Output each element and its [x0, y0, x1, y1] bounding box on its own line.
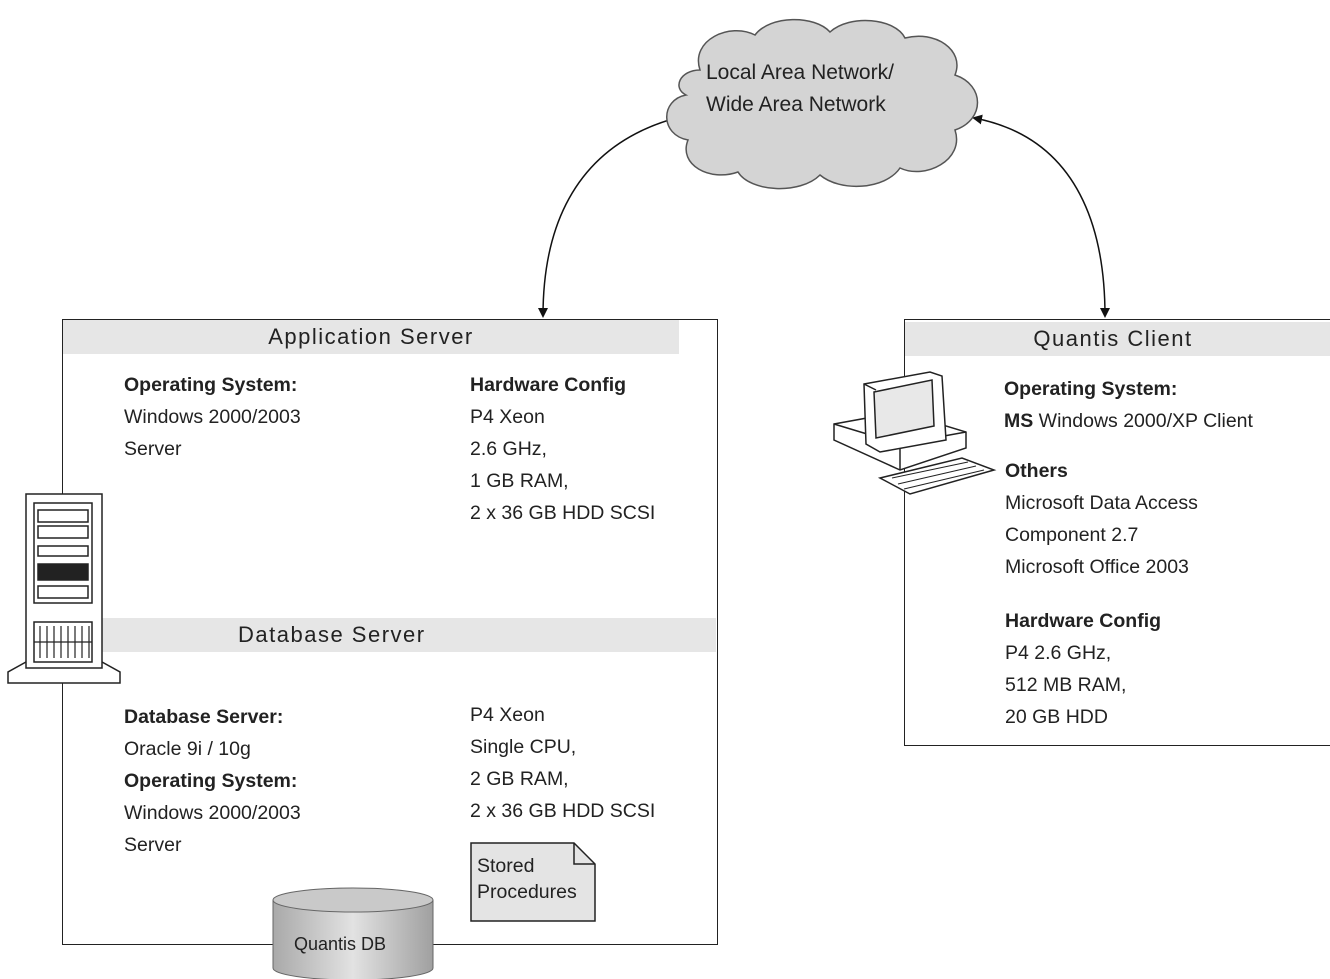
client-others-heading: Others: [1005, 460, 1068, 482]
client-os-prefix: MS: [1004, 410, 1034, 432]
client-os-line: MS Windows 2000/XP Client: [1004, 405, 1253, 437]
client-others-line: Component 2.7: [1005, 524, 1139, 546]
db-os-line: Windows 2000/2003: [124, 802, 301, 824]
db-hw-line: Single CPU,: [470, 736, 577, 758]
client-os-heading: Operating System:: [1004, 378, 1178, 400]
stored-procedures-line: Procedures: [477, 881, 577, 903]
app-hw-line: P4 Xeon: [470, 406, 545, 428]
client-hw-line: 20 GB HDD: [1005, 706, 1108, 728]
db-value: Oracle 9i / 10g: [124, 738, 251, 760]
client-hw-line: 512 MB RAM,: [1005, 674, 1127, 696]
app-os-line: Windows 2000/2003: [124, 406, 301, 428]
app-hw-line: 2 x 36 GB HDD SCSI: [470, 502, 656, 524]
cloud-icon: [666, 18, 979, 190]
db-hw-line: P4 Xeon: [470, 704, 545, 726]
db-heading: Database Server:: [124, 706, 284, 728]
arrow-network-client: [972, 114, 1110, 318]
stored-procedures-line: Stored: [477, 855, 535, 877]
network-label-line1: Local Area Network/: [706, 61, 894, 84]
client-others-line: Microsoft Data Access: [1005, 492, 1198, 514]
client-os-rest: Windows 2000/XP Client: [1033, 410, 1253, 432]
arrow-network-app-server: [538, 115, 678, 318]
app-hw-line: 1 GB RAM,: [470, 470, 569, 492]
client-box: Quantis Client: [904, 319, 1330, 746]
db-hw-line: 2 GB RAM,: [470, 768, 569, 790]
client-others-line: Microsoft Office 2003: [1005, 556, 1189, 578]
db-hw-line: 2 x 36 GB HDD SCSI: [470, 800, 656, 822]
client-title: Quantis Client: [905, 322, 1330, 356]
client-hw-heading: Hardware Config: [1005, 610, 1162, 632]
db-server-title: Database Server: [63, 618, 716, 652]
db-os-line: Server: [124, 834, 182, 856]
network-label-line2: Wide Area Network: [706, 93, 886, 116]
app-hw-line: 2.6 GHz,: [470, 438, 547, 460]
app-os-heading: Operating System:: [124, 374, 298, 396]
database-label: Quantis DB: [294, 934, 387, 954]
db-os-heading: Operating System:: [124, 770, 298, 792]
app-os-line: Server: [124, 438, 182, 460]
app-hw-heading: Hardware Config: [470, 374, 627, 396]
app-server-title: Application Server: [63, 320, 679, 354]
app-server-box: Application Server Database Server: [62, 319, 718, 945]
client-hw-line: P4 2.6 GHz,: [1005, 642, 1112, 664]
